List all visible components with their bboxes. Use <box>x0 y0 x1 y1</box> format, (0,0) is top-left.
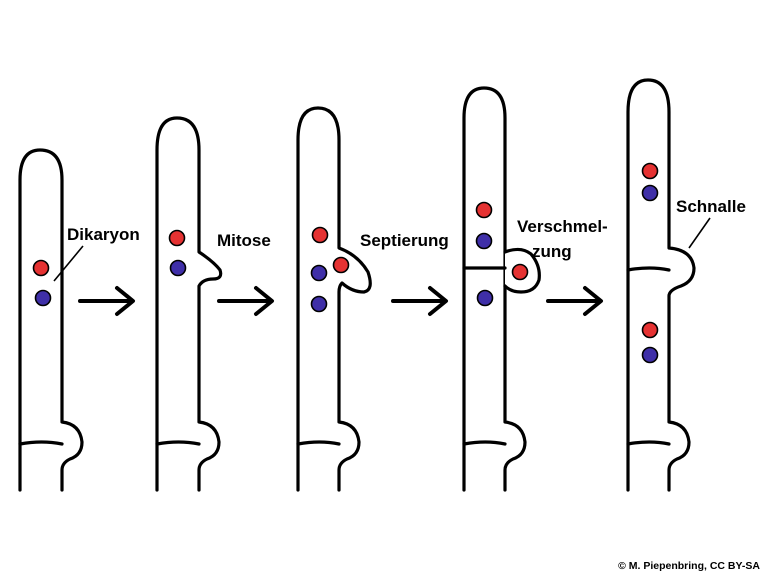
nucleus-red-4a <box>475 201 493 219</box>
arrow-3 <box>391 286 448 316</box>
label-septierung: Septierung <box>360 231 449 250</box>
septum-3 <box>296 440 341 446</box>
nucleus-red-4b <box>511 263 529 281</box>
stage-septierung: Septierung <box>296 106 449 492</box>
nucleus-red-3a <box>311 226 329 244</box>
nucleus-blue-3b <box>310 295 328 313</box>
nucleus-blue-4b <box>476 289 494 307</box>
stage-verschmelzung: Verschmel- zung <box>462 86 608 492</box>
label-verschmelzung-line2: zung <box>532 242 572 261</box>
hypha-cell-3 <box>296 106 372 492</box>
nucleus-blue-4a <box>475 232 493 250</box>
hypha-cell-5 <box>626 78 696 492</box>
nucleus-blue-3a <box>310 264 328 282</box>
nucleus-red-5b <box>641 321 659 339</box>
leader-line-dikaryon <box>53 245 84 282</box>
arrow-2 <box>217 286 274 316</box>
septum-1 <box>18 440 64 446</box>
nucleus-red-5a <box>641 162 659 180</box>
nucleus-blue-5b <box>641 346 659 364</box>
nucleus-blue-2 <box>169 259 187 277</box>
septum-5b <box>626 440 671 446</box>
label-verschmelzung-line1: Verschmel- <box>517 217 608 236</box>
leader-line-schnalle <box>688 217 711 249</box>
label-mitose: Mitose <box>217 231 271 250</box>
hypha-cell-4 <box>462 86 527 492</box>
septum-2 <box>155 440 201 446</box>
nucleus-red-1 <box>32 259 50 277</box>
hypha-cell-1 <box>18 148 84 492</box>
arrow-1 <box>78 286 135 316</box>
stage-mitose: Mitose <box>155 116 271 492</box>
label-dikaryon: Dikaryon <box>67 225 140 244</box>
hypha-cell-2 <box>155 116 223 492</box>
stage-dikaryon: Dikaryon <box>18 148 140 492</box>
nucleus-red-2 <box>168 229 186 247</box>
arrow-4 <box>546 286 603 316</box>
credit-text: © M. Piepenbring, CC BY-SA <box>618 560 760 572</box>
stage-schnalle: Schnalle <box>626 78 746 492</box>
septum-5a <box>626 266 671 272</box>
nucleus-blue-1 <box>34 289 52 307</box>
nucleus-red-3b <box>332 256 350 274</box>
septum-4b <box>462 440 507 446</box>
nucleus-blue-5a <box>641 184 659 202</box>
label-schnalle: Schnalle <box>676 197 746 216</box>
